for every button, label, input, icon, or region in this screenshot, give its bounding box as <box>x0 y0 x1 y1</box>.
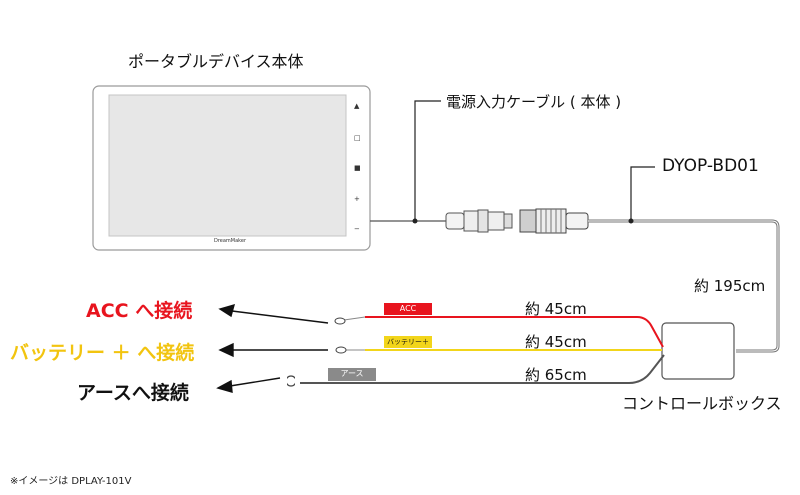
button-glyph: − <box>354 225 360 233</box>
brand-logo-text: DreamMaker <box>214 238 247 244</box>
control-box-label: コントロールボックス <box>622 394 782 413</box>
button-glyph: + <box>354 195 360 203</box>
arrowhead <box>216 379 233 393</box>
ground-length: 約 65cm <box>525 366 587 384</box>
acc-destination: ACC へ接続 <box>86 300 193 322</box>
device-title: ポータブルデバイス本体 <box>128 52 304 71</box>
battery-length: 約 45cm <box>525 333 587 351</box>
power-cable-label: 電源入力ケーブル ( 本体 ) <box>446 93 622 111</box>
arrows <box>216 303 329 393</box>
model-label: DYOP-BD01 <box>662 156 759 176</box>
button-glyph: ▲ <box>354 102 360 110</box>
connector-left <box>445 209 513 233</box>
arrow-line <box>229 377 281 387</box>
ground-wire <box>300 354 665 384</box>
footnote: ※イメージは DPLAY-101V <box>10 476 132 487</box>
device-buttons: ▲ □ ■ + − <box>354 102 361 233</box>
control-box <box>661 322 735 380</box>
ground-tag-bg <box>328 368 376 381</box>
main-length-label: 約 195cm <box>694 277 766 295</box>
arrowhead <box>218 342 234 358</box>
model-leader <box>630 166 655 221</box>
connector-right <box>519 208 589 234</box>
ground-destination: アースへ接続 <box>77 382 189 404</box>
button-glyph: ■ <box>354 164 361 172</box>
leader-dot <box>412 218 418 224</box>
button-glyph: □ <box>354 134 361 142</box>
arrowhead <box>218 303 236 318</box>
acc-tag-bg <box>384 303 432 315</box>
ground-tag: アース <box>340 369 364 378</box>
battery-tag-bg <box>384 336 432 348</box>
battery-destination: バッテリー ＋ へ接続 <box>10 342 195 364</box>
acc-wire <box>365 316 664 348</box>
acc-terminal <box>334 317 346 325</box>
battery-tag: バッテリー＋ <box>387 338 429 346</box>
battery-terminal <box>335 346 347 354</box>
leader-dot <box>628 218 634 224</box>
acc-length: 約 45cm <box>525 300 587 318</box>
acc-tag: ACC <box>399 304 417 313</box>
ground-terminal <box>285 375 297 387</box>
power-cable-leader <box>414 100 441 221</box>
portable-device <box>92 85 371 251</box>
arrow-line <box>231 310 329 324</box>
